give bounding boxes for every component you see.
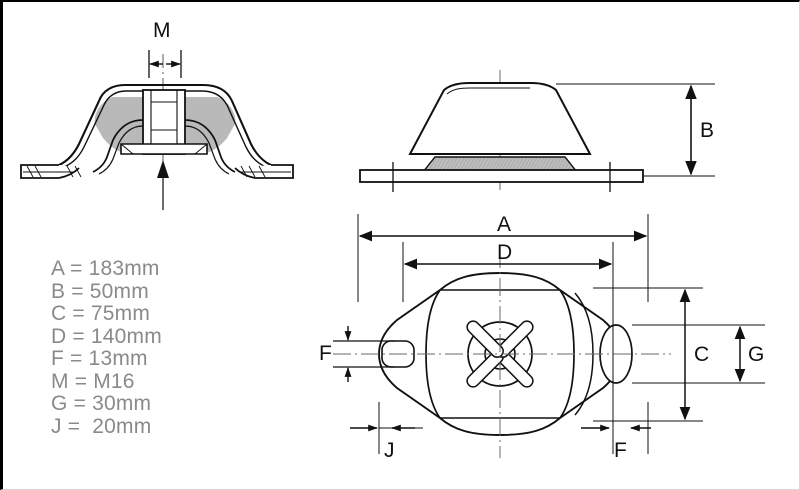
rubber-fill-right <box>185 97 236 154</box>
inner-web-right-inner <box>184 125 230 175</box>
left-leg-inner-line <box>63 104 105 168</box>
left-flange-hatch-a <box>26 165 34 178</box>
outer-shell-inner-line <box>103 90 267 168</box>
cross-section-view <box>20 50 294 210</box>
legend-line-j: J = 20mm <box>51 414 152 438</box>
dimension-label-f-left: F <box>319 342 332 365</box>
core-base-plate <box>120 143 208 155</box>
legend-line-d: D = 140mm <box>51 324 162 348</box>
inner-web-left-inner <box>98 125 144 175</box>
dimension-label-f-bottom: F <box>614 439 627 462</box>
outer-shell-outline <box>98 83 272 166</box>
legend-line-m: M = M16 <box>51 369 135 393</box>
elevation-base-plate <box>359 169 644 183</box>
dimension-legend: A = 183mm B = 50mm C = 75mm D = 140mm F … <box>51 257 261 438</box>
legend-line-c: C = 75mm <box>51 302 151 325</box>
right-flange-hatch-b <box>248 165 256 178</box>
plan-radial-ribs <box>466 320 534 388</box>
left-leg-outline <box>58 100 100 166</box>
dimension-label-j: J <box>384 439 395 462</box>
side-elevation-view <box>359 70 715 194</box>
technical-drawing-canvas <box>20 50 765 458</box>
dimension-label-a: A <box>497 213 512 236</box>
dimension-label-g: G <box>748 343 765 366</box>
legend-line-a: A = 183mm <box>51 257 160 280</box>
cone-body-highlight <box>446 87 530 95</box>
legend-line-f: F = 13mm <box>51 347 148 370</box>
legend-line-b: B = 50mm <box>51 279 149 303</box>
cone-body-outline <box>408 82 592 155</box>
inner-web-right <box>184 119 236 173</box>
dimension-label-b: B <box>700 119 715 142</box>
plan-view <box>333 214 765 458</box>
left-flange-hatch-c <box>66 165 74 178</box>
section-leader-arrowhead <box>157 160 169 178</box>
rubber-fill-left <box>94 97 143 154</box>
dimension-label-d: D <box>497 241 513 264</box>
right-flange-hatch-c <box>258 165 266 178</box>
legend-line-g: G = 30mm <box>51 392 152 415</box>
dimension-label-c: C <box>694 343 710 366</box>
left-flange-hatch-d <box>74 165 82 178</box>
right-flange-hatch-a <box>240 165 248 178</box>
inner-web-left <box>92 119 144 173</box>
left-flange-hatch-b <box>34 165 42 178</box>
dimension-label-m: M <box>153 19 171 42</box>
core-base-bevel-left <box>120 143 134 155</box>
core-base-bevel-right <box>194 143 208 155</box>
